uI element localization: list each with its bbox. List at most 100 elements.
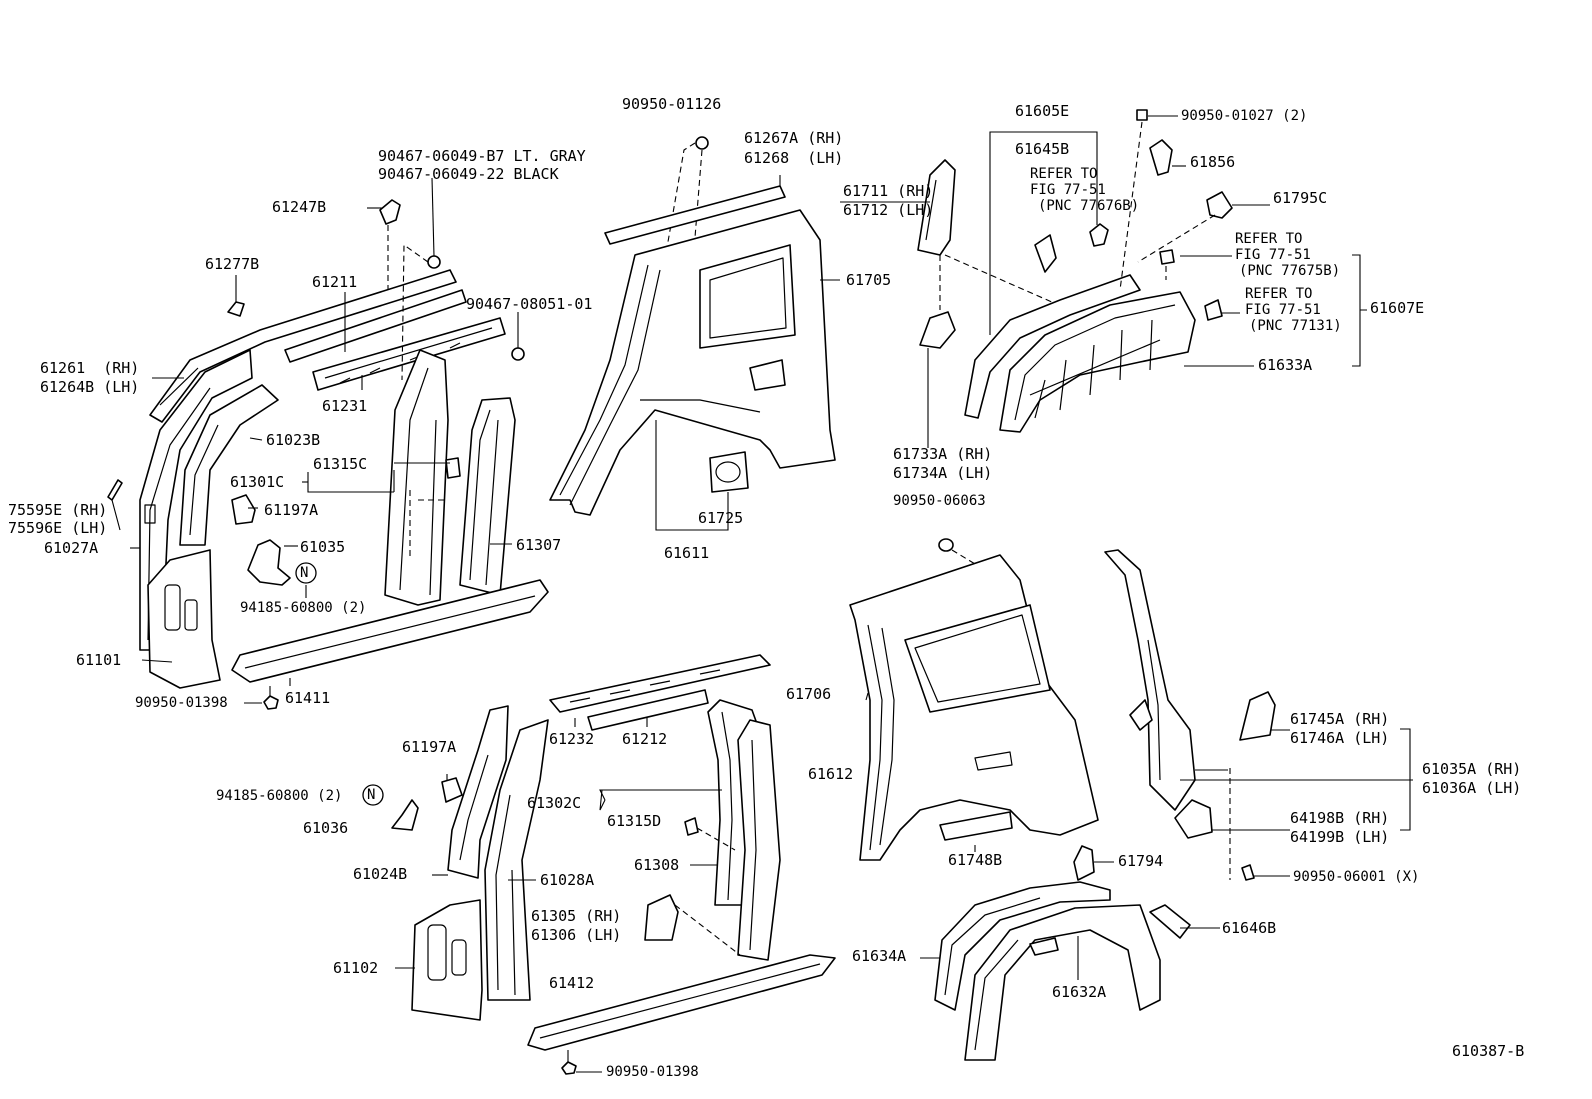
leaders-right-lower [865, 692, 1413, 980]
wheelhouse-outer-61632a [964, 904, 1161, 1061]
center-pillar-61301c [384, 349, 461, 606]
label-61231: 61231 [322, 397, 368, 415]
label-61605e: 61605E [1015, 102, 1070, 120]
label-90467-b7: 90467-06049-B7 LT. GRAY [378, 147, 586, 165]
label-61794: 61794 [1118, 852, 1164, 870]
nut-90950-01398-b [561, 1050, 577, 1075]
label-61315d: 61315D [607, 812, 662, 830]
label-90950-06063: 90950-06063 [893, 493, 986, 509]
leaders-center-lower [395, 718, 722, 1073]
label-61308: 61308 [634, 856, 680, 874]
label-90950-01398-a: 90950-01398 [135, 695, 228, 711]
clip-90467-08051 [511, 312, 525, 361]
label-61024b: 61024B [353, 865, 408, 883]
label-64198b: 64198B (RH) [1290, 809, 1390, 827]
bracket-61856 [1149, 139, 1173, 176]
label-61746a: 61746A (LH) [1290, 729, 1390, 747]
trim-61646b [1149, 904, 1191, 939]
clip-90950-01027 [1119, 109, 1148, 291]
label-61036: 61036 [303, 819, 349, 837]
label-61307: 61307 [516, 536, 562, 554]
small-trim-75595e [107, 479, 123, 501]
label-61211: 61211 [312, 273, 358, 291]
figure-code: 610387-B [1452, 1042, 1525, 1060]
refer-1-c: (PNC 77676B) [1038, 198, 1140, 214]
bracket-61795c [1137, 191, 1233, 263]
label-75596e: 75596E (LH) [8, 519, 108, 537]
label-61261: 61261 (RH) [40, 359, 140, 377]
refer-2-c: (PNC 77675B) [1239, 263, 1341, 279]
label-61267a: 61267A (RH) [744, 129, 844, 147]
clip-77131 [1204, 299, 1223, 321]
label-61277b: 61277B [205, 255, 260, 273]
label-61101: 61101 [76, 651, 122, 669]
clip-77676b [1089, 223, 1109, 247]
label-61247b: 61247B [272, 198, 327, 216]
small-block-61197a-top [231, 494, 256, 525]
label-90467-22: 90467-06049-22 BLACK [378, 165, 559, 183]
panel-61102 [411, 899, 483, 1021]
pillar-61028a [484, 719, 549, 1001]
bracket-61733a [919, 254, 1071, 349]
cap-61725 [709, 451, 749, 493]
label-61036a: 61036A (LH) [1422, 779, 1522, 797]
label-61612: 61612 [808, 765, 854, 783]
label-61734a: 61734A (LH) [893, 464, 993, 482]
wheelhouse-outer-61605e [964, 274, 1141, 419]
label-61632a: 61632A [1052, 983, 1107, 1001]
label-61305: 61305 (RH) [531, 907, 622, 925]
clip-77675b [1159, 249, 1175, 280]
panel-61101 [147, 549, 221, 689]
label-61607e: 61607E [1370, 299, 1425, 317]
label-61102: 61102 [333, 959, 379, 977]
label-61197a-bot: 61197A [402, 738, 457, 756]
label-64199b: 64199B (LH) [1290, 828, 1390, 846]
refer-3-c: (PNC 77131) [1249, 318, 1342, 334]
clip-61277b [227, 301, 245, 317]
label-61795c: 61795C [1273, 189, 1328, 207]
label-61733a: 61733A (RH) [893, 445, 993, 463]
refer-1-a: REFER TO [1030, 166, 1098, 182]
wheelhouse-inner-61607e [999, 291, 1196, 433]
label-94185-top: 94185-60800 (2) [240, 600, 367, 616]
rocker-61412 [527, 954, 836, 1051]
label-61264b: 61264B (LH) [40, 378, 140, 396]
refer-2-b: FIG 77-51 [1235, 247, 1311, 263]
label-61268: 61268 (LH) [744, 149, 844, 167]
label-61712: 61712 (LH) [843, 201, 934, 219]
refer-2-a: REFER TO [1235, 231, 1303, 247]
label-61634a: 61634A [852, 947, 907, 965]
bracket-61305 [644, 894, 741, 956]
bracket-64198b [1174, 799, 1213, 839]
rail-61231 [312, 317, 506, 391]
label-61711: 61711 (RH) [843, 182, 934, 200]
rail-61232 [549, 654, 771, 713]
label-90950-06001: 90950-06001 (X) [1293, 869, 1420, 885]
roof-side-rail-61261 [149, 269, 457, 423]
pillar-61308 [737, 719, 781, 961]
pillar-61024b [447, 705, 509, 879]
nut-90950-01398-a [263, 686, 279, 710]
label-61705: 61705 [846, 271, 892, 289]
clip-90950-06001 [1229, 768, 1255, 881]
pillar-61706 [1104, 549, 1196, 811]
label-61027a: 61027A [44, 539, 99, 557]
label-61856: 61856 [1190, 153, 1236, 171]
label-61035a: 61035A (RH) [1422, 760, 1522, 778]
label-75595e: 75595E (RH) [8, 501, 108, 519]
leader-61611-bracket [655, 420, 729, 531]
bracket-61645b [1034, 234, 1057, 273]
leaders-right-upper [927, 115, 1367, 448]
quarter-panel-61612 [849, 554, 1099, 861]
bracket-61247b [379, 199, 401, 290]
drip-rail-61267a [604, 185, 786, 245]
label-61232: 61232 [549, 730, 595, 748]
nut-symbol-top: N [300, 565, 309, 581]
label-61035: 61035 [300, 538, 346, 556]
inner-pillar-61023b [179, 384, 279, 546]
clip-90467-06049 [401, 177, 441, 381]
refer-3-b: FIG 77-51 [1245, 302, 1321, 318]
quarter-panel-61611 [549, 209, 836, 516]
bracket-61745a [1239, 691, 1276, 741]
nut-symbol-bot: N [367, 787, 376, 803]
